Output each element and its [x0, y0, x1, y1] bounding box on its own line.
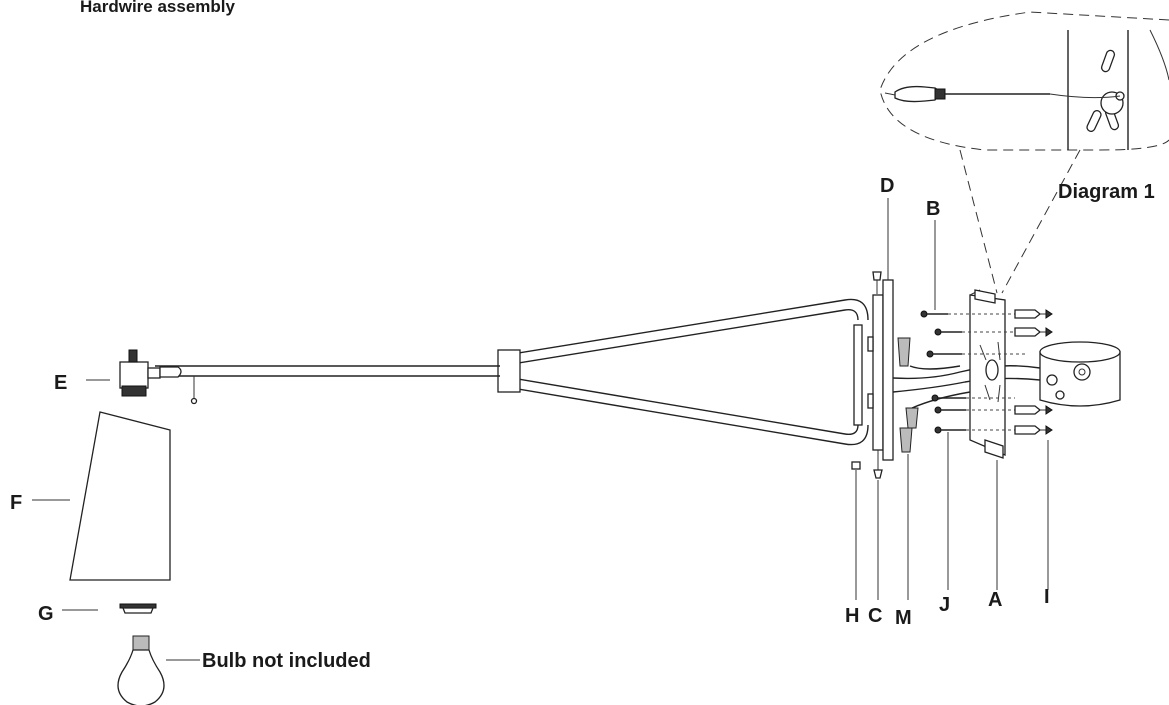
light-bulb — [117, 635, 200, 705]
screw — [934, 426, 966, 434]
anchor — [1014, 309, 1053, 319]
cap-H — [851, 461, 861, 470]
backplate-D — [867, 198, 894, 461]
anchor — [1014, 425, 1053, 435]
screw — [934, 406, 966, 414]
screw — [926, 350, 962, 358]
part-label-J: J — [939, 594, 950, 616]
part-label-G: G — [38, 603, 54, 625]
screw-C — [873, 450, 883, 479]
screw — [920, 310, 948, 318]
sconce-arm — [155, 298, 869, 446]
alignment-lines — [948, 313, 1025, 431]
part-label-E: E — [54, 372, 67, 394]
screws-B-J — [920, 220, 966, 590]
anchor — [1014, 327, 1053, 337]
part-label-M: M — [895, 607, 912, 629]
screw — [934, 328, 962, 336]
screwdriver-illustration — [884, 85, 1050, 103]
bulb-note: Bulb not included — [202, 650, 371, 672]
wire-nuts-M — [897, 337, 919, 453]
part-label-C: C — [868, 605, 882, 627]
detail-bubble — [879, 11, 1169, 294]
part-label-I: I — [1044, 586, 1050, 608]
shade-F — [32, 411, 171, 581]
part-label-A: A — [988, 589, 1002, 611]
wiring — [892, 365, 1041, 409]
part-label-D: D — [880, 175, 894, 197]
anchor — [1014, 405, 1053, 415]
screw — [931, 394, 966, 402]
wall-anchors-I — [1014, 309, 1053, 590]
diagram-1-label: Diagram 1 — [1058, 181, 1155, 203]
junction-box — [1039, 341, 1121, 407]
socket-E — [86, 349, 182, 397]
part-label-H: H — [845, 605, 859, 627]
mounting-plate-detail — [1049, 29, 1169, 150]
diagram-title: Hardwire assembly — [80, 0, 236, 16]
crossbar-A — [969, 289, 1006, 590]
part-label-F: F — [10, 492, 22, 514]
part-label-B: B — [926, 198, 940, 220]
ring-G — [62, 603, 157, 614]
